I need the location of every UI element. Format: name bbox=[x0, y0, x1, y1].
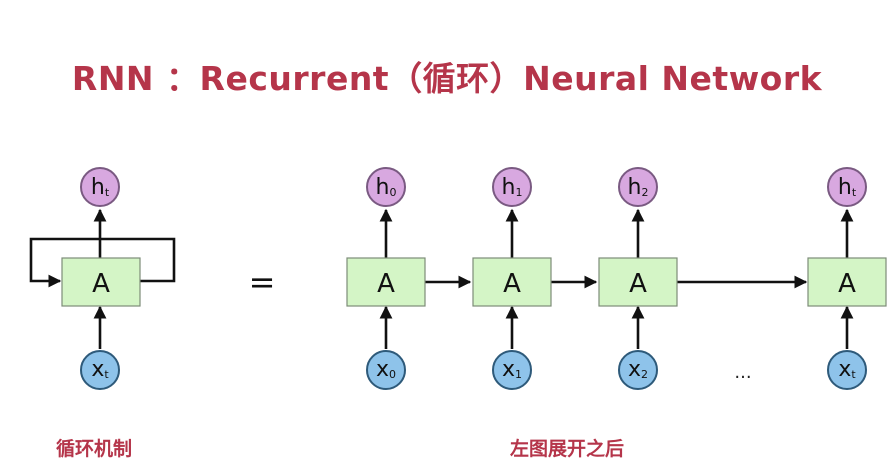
step-1-cell-label: A bbox=[503, 269, 521, 299]
step-0-output-label: h0 bbox=[376, 175, 397, 200]
step-1-input-main: x bbox=[502, 357, 515, 382]
step-2-cell-label: A bbox=[629, 269, 647, 299]
step-2-output-label: h2 bbox=[628, 175, 649, 200]
step-0-cell-label: A bbox=[377, 269, 395, 299]
step-t-output-sub: t bbox=[852, 186, 857, 199]
step-2-output-sub: 2 bbox=[641, 186, 648, 199]
folded-cell-box bbox=[61, 257, 141, 307]
step-2-input-sub: 2 bbox=[641, 368, 648, 381]
step-t-output-node bbox=[827, 167, 867, 207]
step-t-cell-box bbox=[807, 257, 887, 307]
unrolled-step-t: A ht xt bbox=[807, 167, 887, 390]
equals-sign: = bbox=[249, 263, 276, 301]
folded-input-node bbox=[80, 350, 120, 390]
step-1-output-sub: 1 bbox=[515, 186, 522, 199]
step-0-input-sub: 0 bbox=[389, 368, 396, 381]
step-t-cell-label: A bbox=[838, 269, 856, 299]
step-1-cell-box bbox=[472, 257, 552, 307]
step-0-input-label: x0 bbox=[376, 357, 396, 382]
unrolled-step-2: A h2 x2 bbox=[598, 167, 678, 390]
unrolled-step-0: A h0 x0 bbox=[346, 167, 426, 390]
ellipsis: ... bbox=[734, 362, 751, 383]
step-1-input-node bbox=[492, 350, 532, 390]
folded-input-main: x bbox=[91, 357, 104, 382]
step-t-input-label: xt bbox=[838, 357, 856, 382]
caption-recurrence: 循环机制 bbox=[56, 438, 133, 460]
step-t-input-sub: t bbox=[851, 368, 856, 381]
folded-input-sub: t bbox=[104, 368, 109, 381]
step-2-input-main: x bbox=[628, 357, 641, 382]
unrolled-step-1: A h1 x1 bbox=[472, 167, 552, 390]
page-title: RNN ：Recurrent（循环）Neural Network bbox=[71, 59, 823, 98]
folded-output-sub: t bbox=[105, 186, 110, 199]
step-t-output-label: ht bbox=[838, 175, 857, 200]
step-2-input-node bbox=[618, 350, 658, 390]
step-1-input-sub: 1 bbox=[515, 368, 522, 381]
folded-rnn: A ht xt bbox=[29, 167, 176, 390]
step-t-input-main: x bbox=[838, 357, 851, 382]
step-1-output-label: h1 bbox=[502, 175, 523, 200]
folded-output-label: ht bbox=[91, 175, 110, 200]
unrolled-rnn: A h0 x0 A h1 bbox=[346, 167, 887, 390]
step-0-output-node bbox=[366, 167, 406, 207]
step-1-output-main: h bbox=[502, 175, 516, 200]
step-0-cell-box bbox=[346, 257, 426, 307]
caption-unrolled: 左图展开之后 bbox=[510, 438, 625, 460]
step-1-output-node bbox=[492, 167, 532, 207]
step-2-input-label: x2 bbox=[628, 357, 648, 382]
folded-output-node bbox=[80, 167, 120, 207]
step-t-output-main: h bbox=[838, 175, 852, 200]
step-0-output-sub: 0 bbox=[389, 186, 396, 199]
recurrent-loop-edge bbox=[29, 237, 176, 288]
step-0-output-main: h bbox=[376, 175, 390, 200]
step-2-output-node bbox=[618, 167, 658, 207]
folded-output-main: h bbox=[91, 175, 105, 200]
step-1-input-label: x1 bbox=[502, 357, 522, 382]
step-2-cell-box bbox=[598, 257, 678, 307]
folded-cell-label: A bbox=[92, 269, 110, 299]
step-0-input-node bbox=[366, 350, 406, 390]
step-0-input-main: x bbox=[376, 357, 389, 382]
step-t-input-node bbox=[827, 350, 867, 390]
folded-input-label: xt bbox=[91, 357, 109, 382]
step-2-output-main: h bbox=[628, 175, 642, 200]
